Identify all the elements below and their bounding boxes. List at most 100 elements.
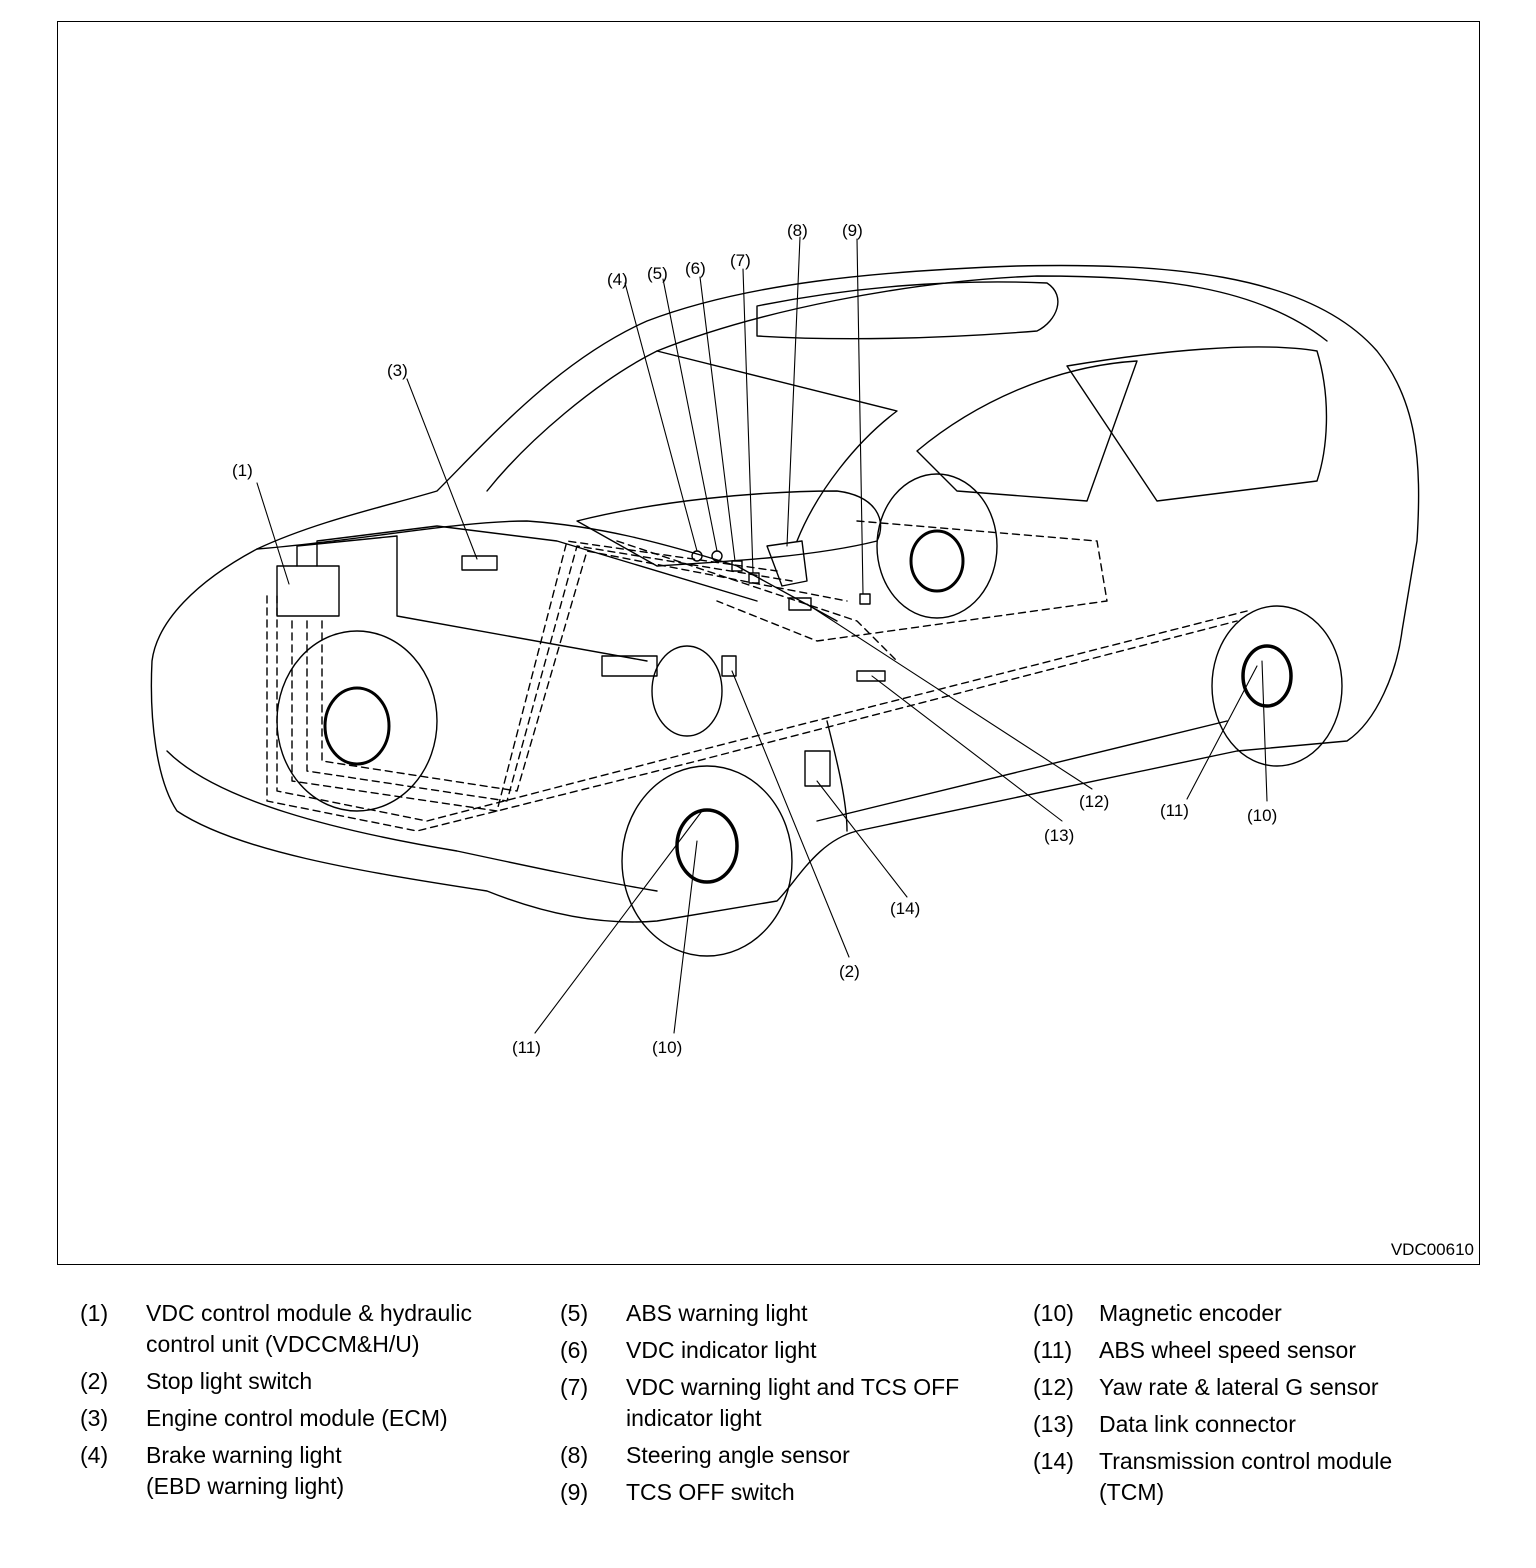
callout-label-10-rear: (10) <box>1247 806 1277 825</box>
leader-line-10-rear <box>1261 660 1268 802</box>
legend-number: (2) <box>80 1368 109 1394</box>
rear-left-wheel <box>876 473 998 619</box>
legend-text: Engine control module (ECM) <box>146 1405 448 1431</box>
callout-label-4: (4) <box>607 270 628 289</box>
legend-number: (1) <box>80 1300 109 1326</box>
legend-number: (14) <box>1033 1448 1074 1474</box>
legend-item: (11) ABS wheel speed sensor <box>1033 1335 1493 1366</box>
leader-line-7 <box>742 268 754 574</box>
leader-line-2 <box>731 670 850 958</box>
legend-text: ABS warning light <box>626 1300 808 1326</box>
legend-text: Data link connector <box>1099 1411 1296 1437</box>
harness-line <box>291 540 778 812</box>
front-left-rotor <box>323 686 391 766</box>
tcs-off-switch <box>859 593 871 605</box>
legend-item: (10) Magnetic encoder <box>1033 1298 1493 1329</box>
callout-label-5: (5) <box>647 264 668 283</box>
legend-number: (11) <box>1033 1337 1073 1363</box>
brake-line <box>296 535 648 662</box>
legend-text: Magnetic encoder <box>1099 1300 1282 1326</box>
legend-number: (4) <box>80 1442 109 1468</box>
callout-label-1: (1) <box>232 461 253 480</box>
callout-label-12: (12) <box>1079 792 1109 811</box>
legend-text: Transmission control module (TCM) <box>1099 1448 1393 1505</box>
rear-right-rotor <box>1241 644 1293 708</box>
legend-item: (9) TCS OFF switch <box>560 1477 1020 1508</box>
legend-item: (7) VDC warning light and TCS OFF indica… <box>560 1372 1020 1434</box>
leader-line-3 <box>406 378 478 560</box>
legend-item: (8) Steering angle sensor <box>560 1440 1020 1471</box>
leader-line-13 <box>871 675 1063 822</box>
legend-number: (5) <box>560 1300 589 1326</box>
brake-line <box>316 525 758 602</box>
legend-text: VDC indicator light <box>626 1337 817 1363</box>
hood-line <box>256 520 838 622</box>
leader-line-5 <box>662 278 718 552</box>
leader-line-12 <box>806 603 1093 790</box>
legend-text: VDC warning light and TCS OFF indicator … <box>626 1374 960 1431</box>
side-window-outline <box>916 360 1138 502</box>
leader-line-11-front <box>534 810 703 1034</box>
rear-left-rotor <box>909 529 965 593</box>
legend-text: VDC control module & hydraulic control u… <box>146 1300 472 1357</box>
front-left-wheel <box>276 630 438 812</box>
harness-line <box>306 545 793 802</box>
legend-number: (8) <box>560 1442 589 1468</box>
rear-right-wheel <box>1211 605 1343 767</box>
leader-line-1 <box>256 482 290 585</box>
legend-item: (1) VDC control module & hydraulic contr… <box>80 1298 540 1360</box>
harness-line <box>266 595 1238 832</box>
legend-column-1: (1) VDC control module & hydraulic contr… <box>80 1298 540 1508</box>
callout-label-11-rear: (11) <box>1160 801 1189 820</box>
legend-number: (6) <box>560 1337 589 1363</box>
leader-line-14 <box>816 780 908 898</box>
front-right-wheel <box>621 765 793 957</box>
legend-item: (5) ABS warning light <box>560 1298 1020 1329</box>
legend-item: (6) VDC indicator light <box>560 1335 1020 1366</box>
side-sill-line <box>816 720 1228 822</box>
harness-line <box>276 595 1248 822</box>
legend-item: (4) Brake warning light (EBD warning lig… <box>80 1440 540 1502</box>
legend-item: (3) Engine control module (ECM) <box>80 1403 540 1434</box>
front-right-rotor <box>675 808 739 884</box>
master-cylinder <box>601 655 658 677</box>
rear-window-outline <box>1066 346 1328 502</box>
legend-number: (10) <box>1033 1300 1074 1326</box>
legend-item: (13) Data link connector <box>1033 1409 1493 1440</box>
figure-code: VDC00610 <box>1390 1240 1474 1259</box>
front-bumper-line <box>166 750 658 892</box>
callout-label-3: (3) <box>387 361 408 380</box>
sunroof-outline <box>756 281 1059 340</box>
legend-item: (2) Stop light switch <box>80 1366 540 1397</box>
legend-column-3: (10) Magnetic encoder (11) ABS wheel spe… <box>1033 1298 1493 1514</box>
callout-label-14: (14) <box>890 899 920 918</box>
legend-text: Stop light switch <box>146 1368 313 1394</box>
car-body-outline <box>150 264 1420 923</box>
callout-label-10-front: (10) <box>652 1038 682 1057</box>
roof-line <box>656 275 1328 352</box>
windshield-outline <box>486 350 898 542</box>
callout-label-13: (13) <box>1044 826 1074 845</box>
legend-column-2: (5) ABS warning light (6) VDC indicator … <box>560 1298 1020 1514</box>
steering-angle-sensor <box>766 540 808 587</box>
leader-line-10-front <box>673 840 698 1034</box>
legend-number: (7) <box>560 1374 589 1400</box>
legend-text: Brake warning light (EBD warning light) <box>146 1442 345 1499</box>
leader-line-8 <box>786 236 801 547</box>
legend-number: (12) <box>1033 1374 1074 1400</box>
callout-label-2: (2) <box>839 962 860 981</box>
yaw-rate-sensor <box>788 597 812 611</box>
harness-line <box>716 520 1108 642</box>
brake-booster <box>651 645 723 737</box>
legend-item: (14) Transmission control module (TCM) <box>1033 1446 1493 1508</box>
tcm-box <box>804 750 831 787</box>
legend-text: Steering angle sensor <box>626 1442 850 1468</box>
vehicle-component-diagram: (1) (3) (4) (5) (6) (7) (8) (9) (12) (13… <box>150 221 1420 1057</box>
data-link-connector <box>856 670 886 682</box>
callout-label-7: (7) <box>730 251 751 270</box>
leader-line-4 <box>624 282 698 552</box>
legend-number: (3) <box>80 1405 109 1431</box>
leader-line-6 <box>699 276 736 562</box>
legend-text: ABS wheel speed sensor <box>1099 1337 1356 1363</box>
legend-number: (13) <box>1033 1411 1074 1437</box>
